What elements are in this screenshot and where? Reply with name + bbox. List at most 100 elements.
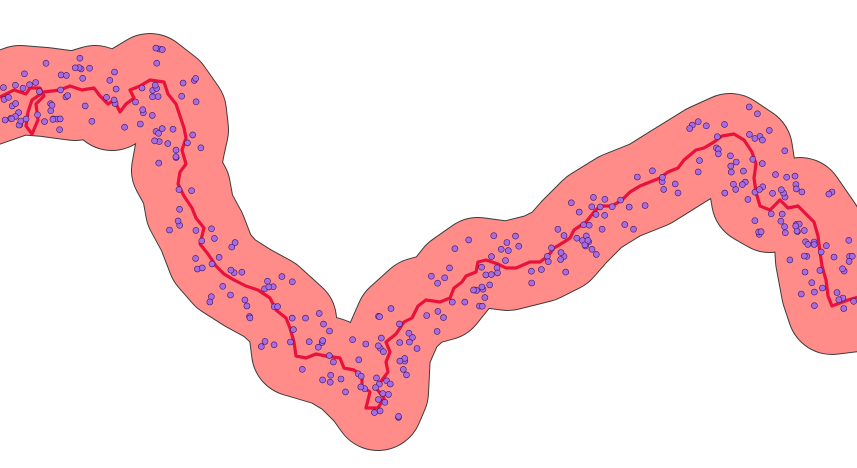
point-feature[interactable] (830, 253, 838, 261)
point-feature[interactable] (208, 260, 216, 268)
point-feature[interactable] (395, 413, 402, 420)
point-feature[interactable] (257, 343, 265, 350)
point-feature[interactable] (175, 186, 183, 193)
point-feature[interactable] (228, 243, 236, 251)
point-feature[interactable] (315, 310, 323, 317)
point-feature[interactable] (8, 115, 15, 123)
point-feature[interactable] (598, 225, 606, 233)
point-feature[interactable] (19, 84, 27, 92)
point-feature[interactable] (544, 258, 552, 266)
point-feature[interactable] (543, 253, 551, 260)
point-feature[interactable] (110, 96, 118, 104)
point-feature[interactable] (515, 242, 523, 250)
point-feature[interactable] (767, 210, 775, 218)
point-feature[interactable] (164, 140, 172, 147)
point-feature[interactable] (487, 271, 495, 278)
point-feature[interactable] (825, 190, 833, 198)
point-feature[interactable] (227, 266, 235, 274)
point-feature[interactable] (103, 94, 110, 101)
point-feature[interactable] (696, 157, 703, 164)
point-feature[interactable] (265, 283, 273, 291)
point-feature[interactable] (502, 257, 509, 264)
point-feature[interactable] (64, 92, 71, 99)
point-feature[interactable] (357, 372, 365, 380)
point-feature[interactable] (314, 343, 322, 351)
point-feature[interactable] (427, 272, 435, 280)
point-feature[interactable] (376, 313, 383, 321)
point-feature[interactable] (325, 352, 333, 359)
point-feature[interactable] (792, 185, 800, 193)
point-feature[interactable] (783, 173, 791, 181)
point-feature[interactable] (172, 153, 180, 160)
point-feature[interactable] (835, 296, 843, 304)
point-feature[interactable] (538, 266, 545, 273)
point-feature[interactable] (554, 226, 562, 233)
point-feature[interactable] (184, 139, 191, 147)
point-feature[interactable] (413, 345, 421, 352)
point-feature[interactable] (206, 298, 214, 306)
point-feature[interactable] (151, 137, 158, 145)
point-feature[interactable] (199, 264, 206, 272)
point-feature[interactable] (465, 236, 473, 244)
route-line[interactable] (0, 78, 857, 410)
point-feature[interactable] (49, 116, 57, 123)
point-feature[interactable] (567, 199, 575, 207)
point-feature[interactable] (227, 291, 234, 299)
point-feature[interactable] (778, 210, 786, 218)
point-feature[interactable] (808, 279, 816, 287)
point-feature[interactable] (342, 388, 349, 396)
point-feature[interactable] (772, 171, 779, 178)
point-feature[interactable] (298, 365, 306, 373)
point-feature[interactable] (362, 340, 370, 348)
point-feature[interactable] (727, 168, 735, 176)
point-feature[interactable] (713, 133, 721, 140)
point-feature[interactable] (819, 284, 826, 292)
point-feature[interactable] (451, 245, 459, 252)
point-feature[interactable] (243, 302, 251, 310)
point-feature[interactable] (660, 186, 668, 193)
point-feature[interactable] (172, 146, 180, 154)
point-feature[interactable] (749, 156, 757, 163)
point-feature[interactable] (671, 180, 679, 188)
point-feature[interactable] (270, 341, 278, 349)
point-feature[interactable] (573, 234, 581, 242)
point-feature[interactable] (798, 188, 806, 196)
point-feature[interactable] (590, 194, 597, 201)
point-feature[interactable] (481, 294, 489, 301)
point-feature[interactable] (490, 232, 498, 239)
point-feature[interactable] (320, 320, 327, 328)
point-feature[interactable] (288, 314, 296, 322)
point-feature[interactable] (817, 248, 825, 256)
point-feature[interactable] (575, 208, 583, 216)
point-feature[interactable] (744, 196, 752, 203)
point-feature[interactable] (192, 98, 200, 106)
point-feature[interactable] (387, 305, 395, 312)
point-feature[interactable] (34, 111, 41, 119)
point-feature[interactable] (811, 288, 818, 296)
point-feature[interactable] (319, 376, 326, 384)
point-feature[interactable] (781, 147, 789, 155)
point-feature[interactable] (448, 298, 456, 306)
point-feature[interactable] (765, 127, 773, 134)
point-feature[interactable] (694, 118, 702, 125)
point-feature[interactable] (791, 172, 799, 180)
point-feature[interactable] (380, 348, 387, 356)
point-feature[interactable] (633, 173, 641, 181)
point-feature[interactable] (278, 273, 286, 280)
point-feature[interactable] (155, 159, 163, 167)
point-feature[interactable] (174, 217, 182, 225)
point-feature[interactable] (850, 298, 857, 305)
point-feature[interactable] (386, 380, 394, 388)
point-feature[interactable] (804, 241, 812, 248)
point-feature[interactable] (149, 93, 156, 101)
point-feature[interactable] (155, 130, 162, 137)
point-feature[interactable] (106, 77, 114, 84)
point-feature[interactable] (355, 356, 363, 364)
point-feature[interactable] (585, 221, 593, 229)
point-feature[interactable] (357, 383, 365, 391)
point-feature[interactable] (377, 334, 385, 342)
point-feature[interactable] (781, 229, 789, 237)
point-feature[interactable] (71, 64, 79, 72)
point-feature[interactable] (488, 253, 495, 260)
